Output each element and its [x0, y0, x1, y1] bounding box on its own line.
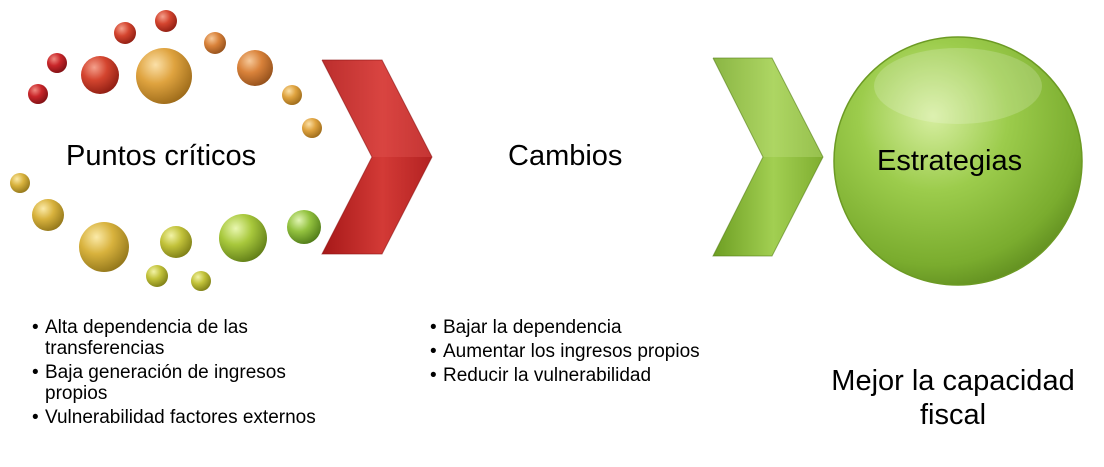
puntos-criticos-title: Puntos críticos — [66, 140, 257, 172]
bubble — [219, 214, 267, 262]
bubble — [47, 53, 67, 73]
bubble — [191, 271, 211, 291]
cambios-title: Cambios — [508, 140, 623, 172]
list-item: Vulnerabilidad factores externos — [32, 407, 332, 428]
result-text: Mejor la capacidad fiscal — [831, 365, 1075, 431]
bubble — [155, 10, 177, 32]
bubble — [302, 118, 322, 138]
chevron-right-green-icon — [712, 57, 824, 257]
bubble — [146, 265, 168, 287]
list-item: Aumentar los ingresos propios — [430, 341, 730, 362]
ring-of-bubbles-icon — [10, 10, 322, 291]
bubble — [79, 222, 129, 272]
bubble — [32, 199, 64, 231]
circle-green-icon — [833, 36, 1083, 286]
bubble — [237, 50, 273, 86]
list-item: Bajar la dependencia — [430, 317, 730, 338]
bubble — [282, 85, 302, 105]
bubble — [136, 48, 192, 104]
cambios-list: Bajar la dependencia Aumentar los ingres… — [430, 317, 730, 389]
puntos-criticos-list: Alta dependencia de las transferencias B… — [32, 317, 332, 431]
bubble — [160, 226, 192, 258]
list-item: Reducir la vulnerabilidad — [430, 365, 730, 386]
estrategias-title: Estrategias — [877, 145, 1023, 177]
chevron-right-red-icon — [321, 59, 433, 255]
bubble — [28, 84, 48, 104]
list-item: Alta dependencia de las transferencias — [32, 317, 332, 359]
bubble — [10, 173, 30, 193]
bubble — [204, 32, 226, 54]
bubble — [114, 22, 136, 44]
bubble — [287, 210, 321, 244]
list-item: Baja generación de ingresos propios — [32, 362, 332, 404]
bubble — [81, 56, 119, 94]
